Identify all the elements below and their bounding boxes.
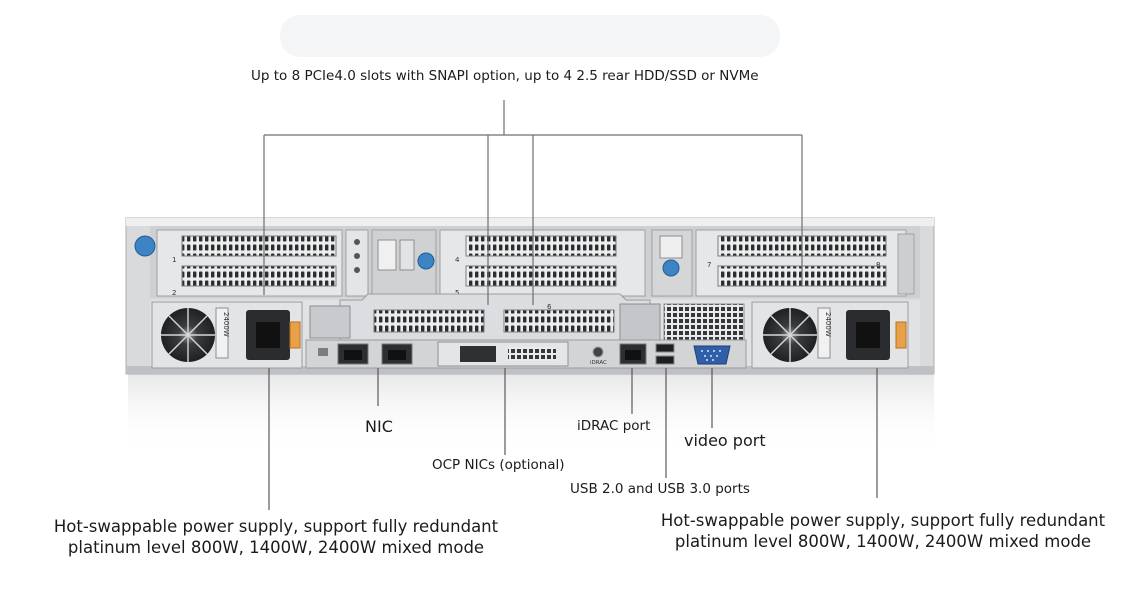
- idrac-marking: iDRAC: [590, 360, 607, 366]
- psu-handle-right[interactable]: [895, 321, 907, 349]
- slot-number-1: 1: [172, 256, 176, 264]
- psu-right-label: Hot-swappable power supply, support full…: [655, 511, 1111, 552]
- pcie-riser-right: 7 8: [651, 229, 915, 297]
- slot-number-2: 2: [172, 289, 176, 297]
- touchpoint-right[interactable]: [662, 259, 680, 277]
- video-port[interactable]: [693, 345, 731, 365]
- slot-number-5: 5: [455, 289, 459, 297]
- power-supply-left[interactable]: 2400W: [151, 301, 303, 369]
- io-panel: iDRAC: [305, 339, 747, 369]
- riser-latch-module: [345, 229, 437, 297]
- slot-number-8: 8: [876, 261, 880, 269]
- pcie-riser-center: 4 5: [439, 229, 646, 297]
- psu-right-line-1: Hot-swappable power supply, support full…: [660, 511, 1106, 530]
- psu-rating-right: 2400W: [824, 312, 832, 337]
- touchpoint-left[interactable]: [134, 235, 156, 257]
- port-callout-lines: [268, 368, 878, 510]
- idrac-port-label: iDRAC port: [577, 418, 651, 434]
- slot-number-6: 6: [547, 303, 552, 311]
- nic-label: NIC: [365, 417, 393, 436]
- pcie-callout-lines: [263, 100, 803, 305]
- video-port-label: video port: [684, 431, 766, 450]
- ocp-sfp-port[interactable]: [460, 346, 496, 362]
- psu-rating-left: 2400W: [222, 312, 230, 337]
- pcie-slots-label: Up to 8 PCIe4.0 slots with SNAPI option,…: [251, 68, 759, 84]
- power-supply-right[interactable]: 2400W: [751, 301, 909, 369]
- usb-ports-label: USB 2.0 and USB 3.0 ports: [570, 481, 750, 497]
- psu-left-line-1: Hot-swappable power supply, support full…: [53, 517, 499, 536]
- usb-port-2[interactable]: [655, 355, 675, 365]
- psu-right-line-2: platinum level 800W, 1400W, 2400W mixed …: [674, 531, 1092, 551]
- fan-grill-right: [763, 308, 817, 362]
- fan-grill-left: [161, 308, 215, 362]
- usb-port-1[interactable]: [655, 343, 675, 353]
- ocp-nics-label: OCP NICs (optional): [432, 457, 565, 473]
- pcie-riser-left: 1 2: [156, 229, 343, 297]
- top-glow: [280, 15, 780, 57]
- touchpoint-center[interactable]: [417, 252, 435, 270]
- psu-left-line-2: platinum level 800W, 1400W, 2400W mixed …: [67, 537, 485, 557]
- psu-left-label: Hot-swappable power supply, support full…: [48, 517, 504, 558]
- slot-number-7: 7: [707, 261, 711, 269]
- chassis-reflection: [128, 373, 934, 453]
- slot-number-4: 4: [455, 256, 460, 264]
- psu-handle-left[interactable]: [289, 321, 301, 349]
